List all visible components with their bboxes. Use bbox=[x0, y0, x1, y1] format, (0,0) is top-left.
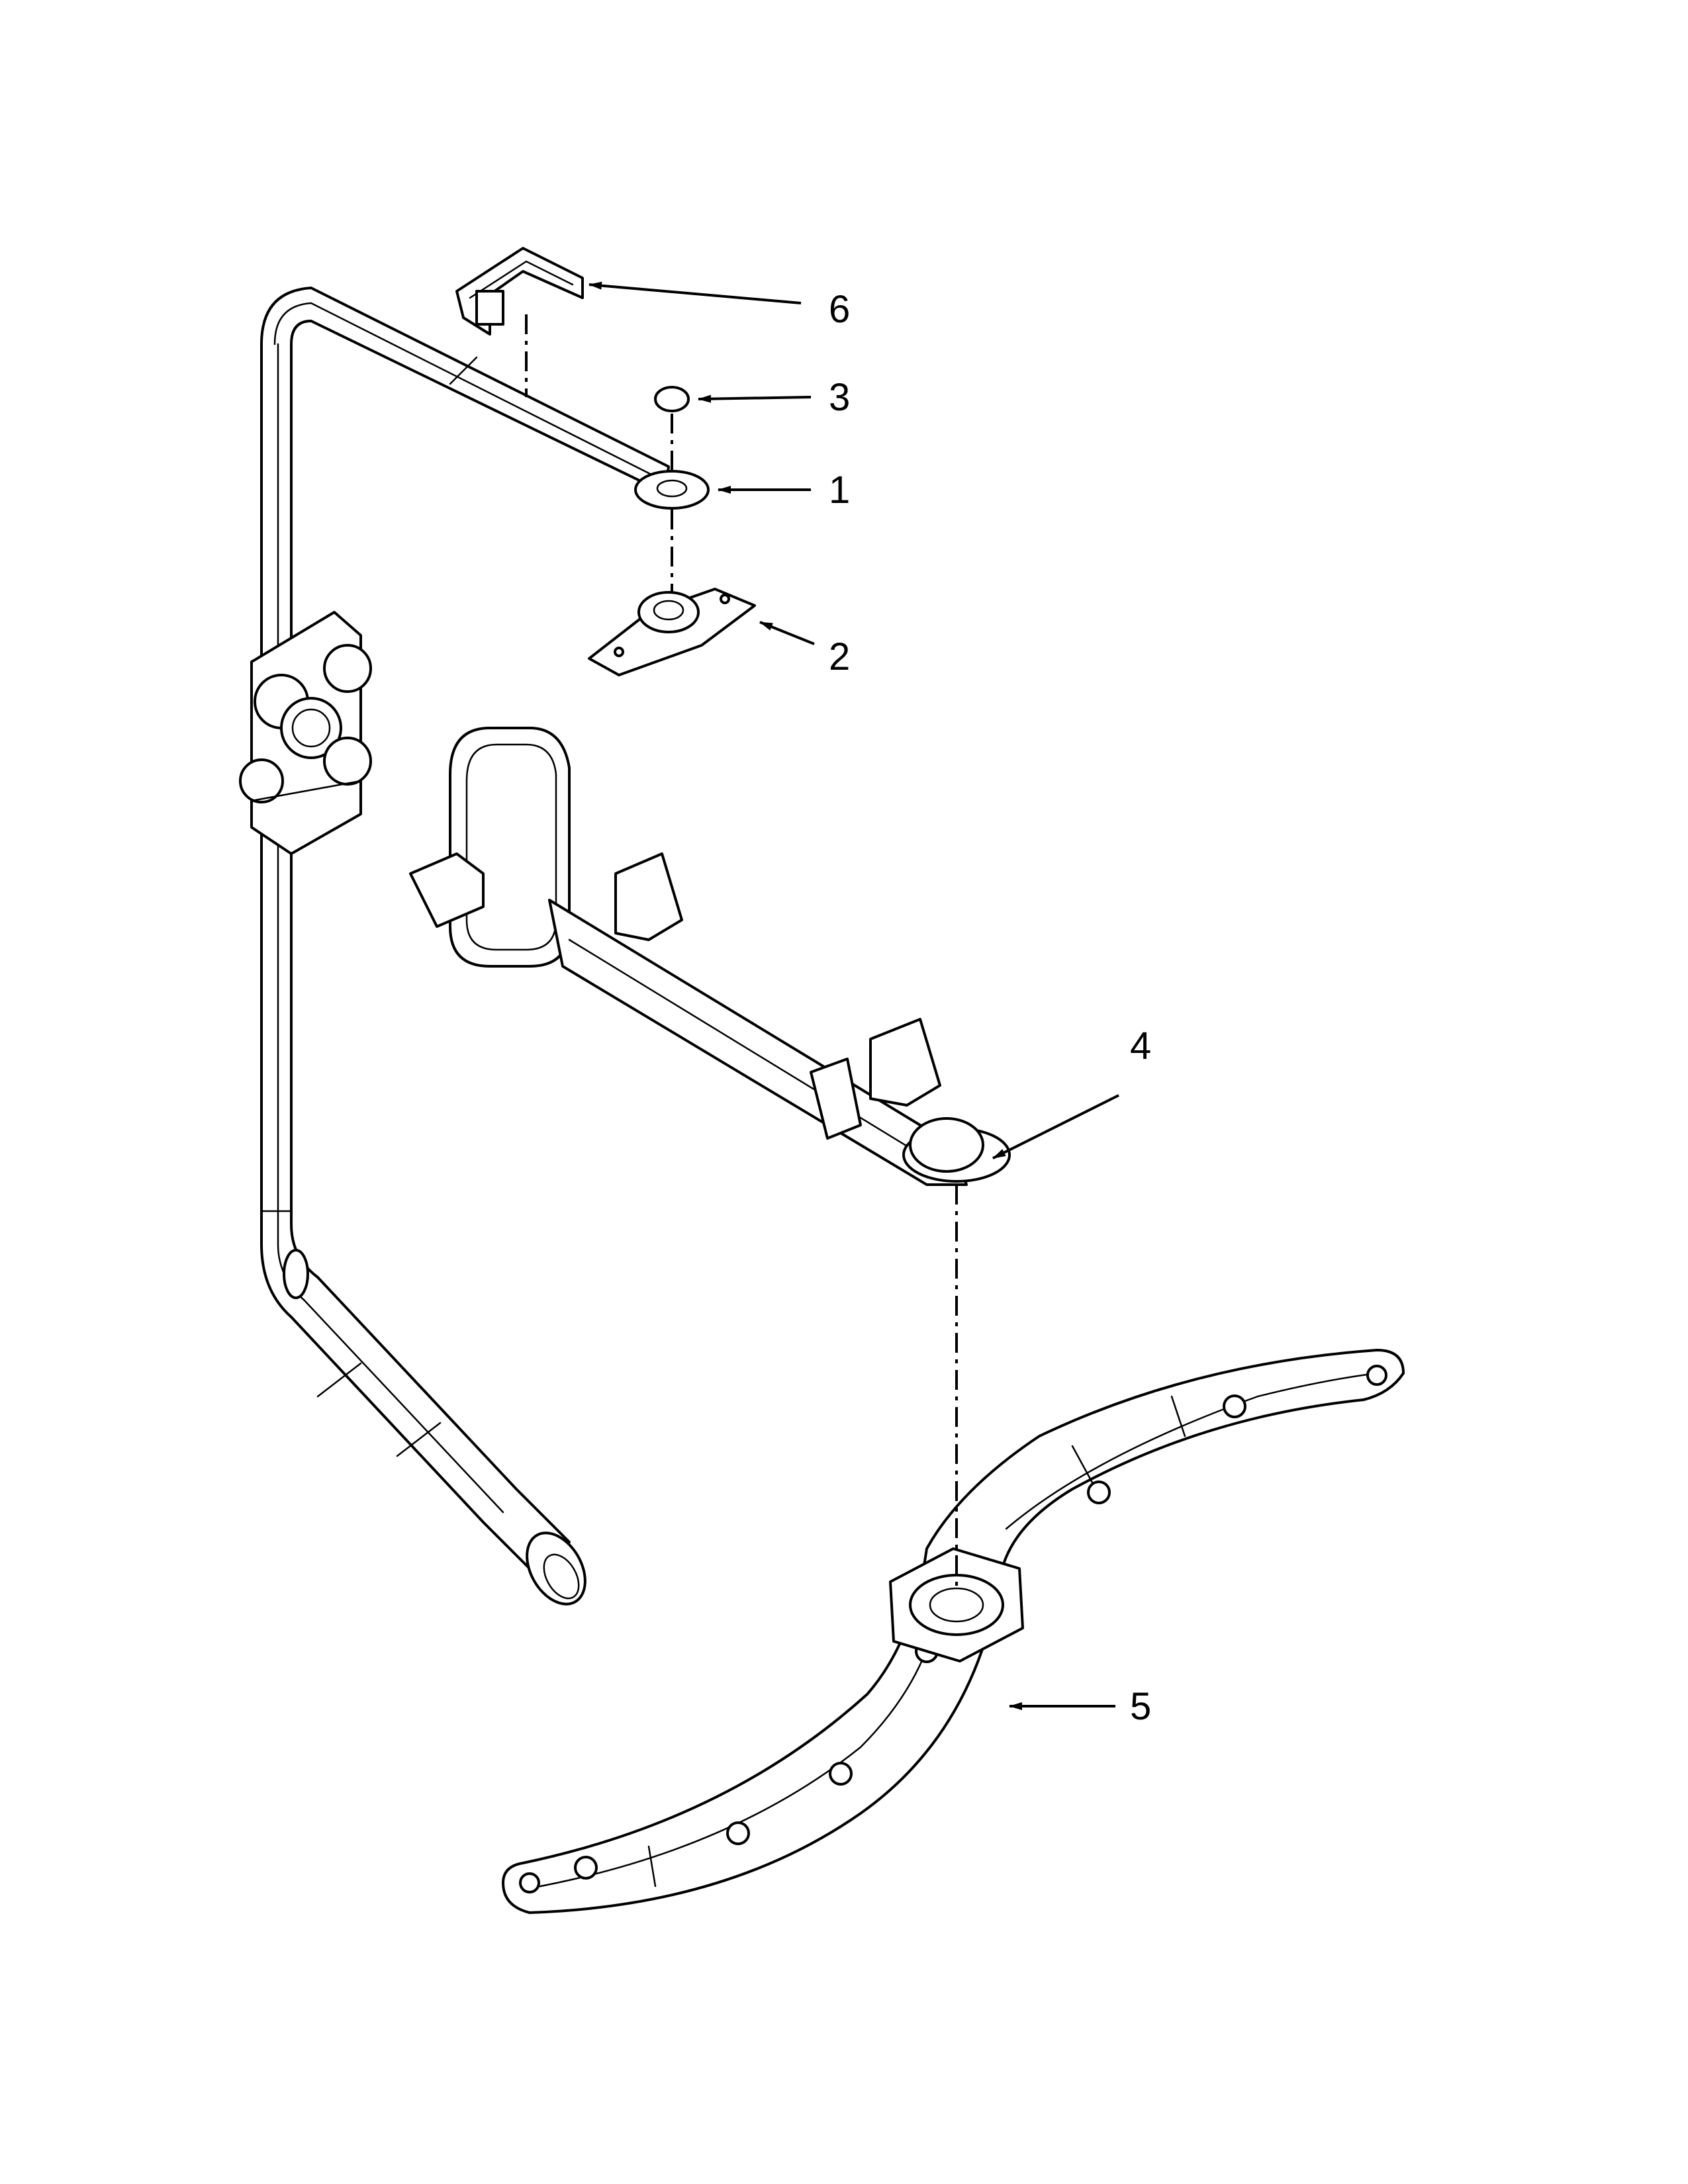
part-5-lower-spray-arm bbox=[502, 1349, 1405, 1914]
callout-5: 5 bbox=[1130, 1685, 1151, 1728]
callout-labels: 6 3 1 2 4 5 bbox=[829, 288, 1151, 1728]
part-2-upper-spray-arm bbox=[588, 588, 756, 676]
callout-4: 4 bbox=[1130, 1024, 1151, 1068]
leader-lines bbox=[588, 281, 1119, 1710]
callout-3: 3 bbox=[829, 376, 850, 419]
part-4-manifold bbox=[409, 727, 1011, 1186]
callout-1: 1 bbox=[829, 469, 850, 512]
part-6-clip bbox=[455, 247, 584, 336]
supply-tube bbox=[260, 287, 670, 1606]
callout-2: 2 bbox=[829, 635, 850, 678]
callout-6: 6 bbox=[829, 288, 850, 331]
part-1-fitting bbox=[634, 470, 710, 510]
tube-mount-bracket bbox=[239, 611, 372, 855]
assembly-lines bbox=[525, 314, 958, 1588]
part-3-cap bbox=[654, 386, 690, 412]
